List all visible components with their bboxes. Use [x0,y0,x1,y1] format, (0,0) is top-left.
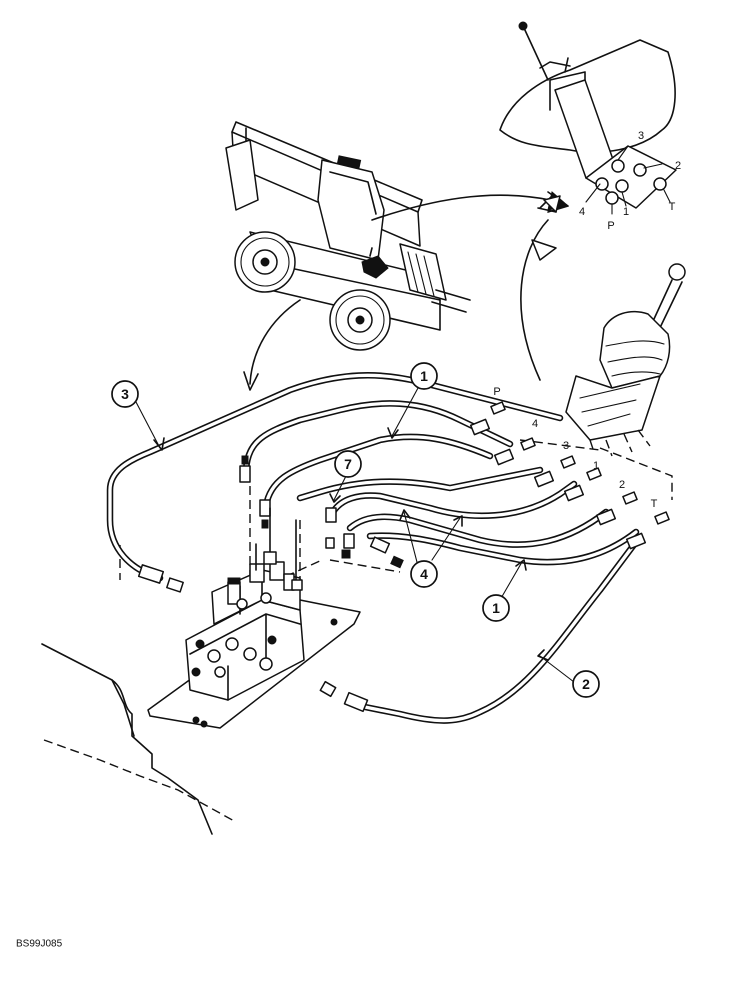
callout-1-top: 1 [410,362,438,390]
hose-label-2: 2 [619,479,625,491]
joystick-large [565,263,686,457]
pin-label-p: P [607,220,614,232]
figure-reference: BS99J085 [16,939,63,950]
rear-wheel [234,231,296,293]
hose-label-t: T [651,498,658,510]
callout-2: 2 [572,670,600,698]
svg-text:1: 1 [420,368,428,384]
pointer-arrows [243,191,570,391]
joystick-base-inset: 3 2 4 1 P T [499,21,681,232]
svg-text:3: 3 [121,386,129,402]
leader-lines [135,387,575,683]
callout-1-bottom: 1 [482,594,510,622]
svg-text:4: 4 [420,566,428,582]
callout-7: 7 [334,450,362,478]
pin-label-3: 3 [638,130,644,142]
svg-text:7: 7 [344,456,352,472]
hose-label-p: P [493,386,500,398]
floor-outline [41,643,237,835]
hose-label-3: 3 [563,440,569,452]
telehandler-illustration [225,121,471,351]
svg-text:2: 2 [582,676,590,692]
pin-label-4: 4 [579,206,585,218]
callout-4: 4 [410,560,438,588]
hose-label-1: 1 [593,460,599,472]
hose-fittings [137,401,670,713]
front-wheel [329,289,391,351]
callout-3: 3 [111,380,139,408]
pin-label-1: 1 [623,206,629,218]
hose-label-4: 4 [532,418,538,430]
connector-pinout [585,145,677,209]
svg-text:1: 1 [492,600,500,616]
hose-port-labels: P 4 3 1 2 T [493,386,657,510]
pin-label-t: T [669,201,676,213]
hose-bundle [106,372,640,724]
pin-label-2: 2 [675,160,681,172]
control-valve [147,507,361,729]
